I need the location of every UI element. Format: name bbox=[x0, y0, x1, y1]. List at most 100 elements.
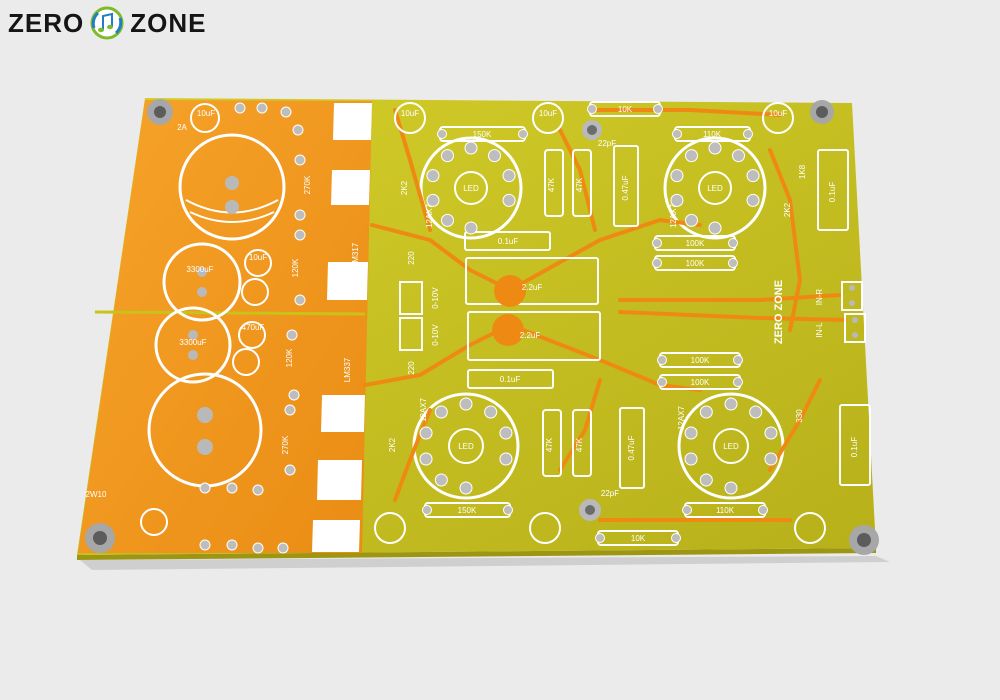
brand-word-right: ZONE bbox=[130, 7, 207, 38]
solder-pad bbox=[652, 238, 662, 248]
input-terminals bbox=[399, 281, 866, 351]
label-led-4: LED bbox=[723, 442, 739, 451]
label-tube-4: 12AX7 bbox=[677, 405, 686, 430]
label-led-1: LED bbox=[463, 184, 479, 193]
music-note-circle-icon bbox=[90, 6, 124, 40]
label-110k-bottom: 110K bbox=[716, 506, 735, 515]
solder-pad bbox=[682, 505, 692, 515]
label-22pf-1: 22pF bbox=[598, 139, 616, 148]
label-270k-1: 270K bbox=[303, 175, 312, 194]
solder-pad bbox=[684, 426, 698, 440]
solder-pad bbox=[434, 473, 448, 487]
solder-pad bbox=[294, 229, 306, 241]
solder-pad bbox=[464, 141, 478, 155]
solder-pad bbox=[724, 397, 738, 411]
solder-pad bbox=[708, 141, 722, 155]
solder-pad bbox=[277, 542, 289, 554]
solder-pad bbox=[440, 149, 454, 163]
label-47k-3: 47K bbox=[545, 437, 554, 452]
label-47k-2: 47K bbox=[575, 177, 584, 192]
label-100k-1: 100K bbox=[686, 239, 705, 248]
solder-pad bbox=[764, 452, 778, 466]
label-fuse: 2A bbox=[177, 123, 187, 132]
label-100k-2: 100K bbox=[686, 259, 705, 268]
label-047uf-1: 0.47uF bbox=[621, 175, 630, 200]
solder-pad bbox=[288, 389, 300, 401]
solder-pad bbox=[672, 129, 682, 139]
brand-header: ZERO ZONE bbox=[8, 6, 206, 40]
label-10uf-3: 10uF bbox=[769, 109, 787, 118]
label-chip-1: 0-10V bbox=[431, 287, 440, 309]
label-2k2-3: 2K2 bbox=[388, 437, 397, 452]
solder-pad bbox=[699, 405, 713, 419]
label-led-3: LED bbox=[458, 442, 474, 451]
label-lm337: LM337 bbox=[343, 357, 352, 382]
brand-word-left: ZERO bbox=[8, 7, 85, 38]
capacitor-3300uf-3 bbox=[154, 306, 232, 384]
label-047uf-2: 0.47uF bbox=[627, 435, 636, 460]
label-10uf-2: 10uF bbox=[539, 109, 557, 118]
solder-pad bbox=[749, 405, 763, 419]
label-10k-bottom: 10K bbox=[631, 534, 646, 543]
label-3300uf-2: 3300uF bbox=[179, 338, 206, 347]
solder-pad bbox=[419, 452, 433, 466]
tube-socket-1 bbox=[419, 136, 523, 240]
label-tube-2: 12AX7 bbox=[669, 203, 678, 228]
label-01uf-4: 0.1uF bbox=[850, 437, 859, 458]
board-edge bbox=[77, 548, 876, 560]
solder-pad bbox=[758, 505, 768, 515]
solder-pad bbox=[286, 329, 298, 341]
solder-pad bbox=[459, 397, 473, 411]
label-tube-3: 12AX7 bbox=[419, 397, 428, 422]
solder-pad bbox=[671, 533, 681, 543]
solder-pad bbox=[684, 149, 698, 163]
solder-pad bbox=[502, 169, 516, 183]
solder-pad bbox=[294, 154, 306, 166]
solder-pad bbox=[503, 505, 513, 515]
label-22uf-2: 2.2uF bbox=[520, 331, 541, 340]
solder-pad bbox=[284, 464, 296, 476]
label-10k-top: 10K bbox=[618, 105, 633, 114]
solder-pad bbox=[284, 404, 296, 416]
label-120k-2: 120K bbox=[285, 348, 294, 367]
label-150k-bottom: 150K bbox=[458, 506, 477, 515]
label-22uf-1: 2.2uF bbox=[522, 283, 543, 292]
capacitor-3300uf-1 bbox=[178, 133, 286, 241]
label-rect: 2W10 bbox=[86, 490, 107, 499]
label-2k2-1: 2K2 bbox=[400, 180, 409, 195]
solder-pad bbox=[226, 482, 238, 494]
solder-pad bbox=[280, 106, 292, 118]
label-tube-1: 12AX7 bbox=[425, 203, 434, 228]
solder-pad bbox=[743, 129, 753, 139]
solder-pad bbox=[728, 238, 738, 248]
board-shadow bbox=[80, 556, 890, 570]
solder-pad bbox=[733, 355, 743, 365]
solder-pad bbox=[746, 169, 760, 183]
solder-pad bbox=[733, 377, 743, 387]
solder-pad bbox=[294, 294, 306, 306]
small-capacitors-power bbox=[140, 103, 272, 536]
solder-pad bbox=[459, 481, 473, 495]
solder-pad bbox=[732, 149, 746, 163]
solder-pad bbox=[708, 221, 722, 235]
solder-pad bbox=[234, 102, 246, 114]
label-10uf-4: 10uF bbox=[197, 109, 215, 118]
solder-pad bbox=[684, 452, 698, 466]
label-10uf-1: 10uF bbox=[401, 109, 419, 118]
label-330: 330 bbox=[795, 409, 804, 423]
solder-pad bbox=[294, 209, 306, 221]
solder-pad bbox=[292, 124, 304, 136]
solder-pad bbox=[587, 104, 597, 114]
label-100k-3: 100K bbox=[691, 356, 710, 365]
label-1k8: 1K8 bbox=[798, 164, 807, 179]
solder-pad bbox=[595, 533, 605, 543]
solder-pad bbox=[670, 193, 684, 207]
solder-pad bbox=[426, 169, 440, 183]
solder-pad bbox=[419, 426, 433, 440]
solder-pad bbox=[499, 426, 513, 440]
label-150k-top: 150K bbox=[473, 130, 492, 139]
solder-pad bbox=[657, 377, 667, 387]
solder-pad bbox=[499, 452, 513, 466]
